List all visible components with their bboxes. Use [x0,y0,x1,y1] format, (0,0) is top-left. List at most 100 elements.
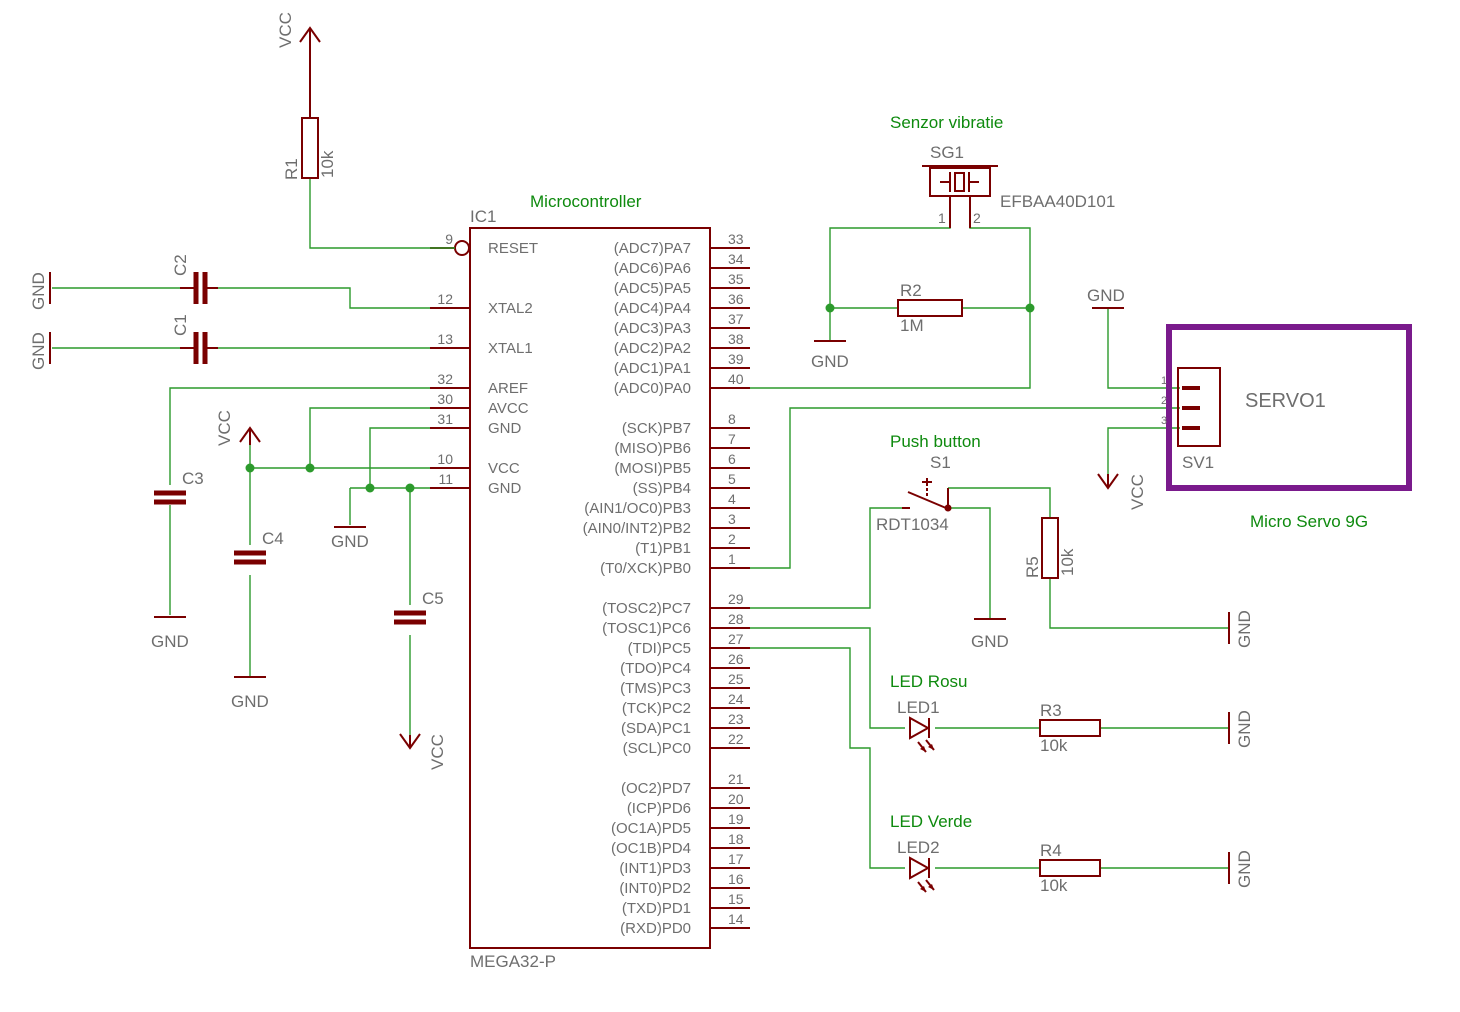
vcc-arrow: VCC [215,410,261,446]
capacitor-c3: C3 [154,469,204,505]
ic-pin-name: (MOSI)PB5 [614,460,691,477]
ic-pin-number: 28 [728,611,744,627]
ic-pin-name: (T0/XCK)PB0 [600,560,691,577]
resistor-r3: R3 10k [1039,701,1101,755]
gnd-symbol: GND [811,340,849,371]
vcc-arrow: VCC [1097,473,1147,510]
note-micro-servo: Micro Servo 9G [1250,512,1368,531]
ic-pin-name: RESET [488,240,538,257]
ic-pin-number: 10 [437,451,453,467]
ic-pin-right: 15(TXD)PD1 [622,891,750,917]
vcc-label: VCC [276,12,295,48]
ic-pin-name: (TMS)PC3 [620,680,691,697]
ic-pin-number: 20 [728,791,744,807]
c1-name: C1 [171,314,190,336]
ic-pin-number: 4 [728,491,736,507]
ic-pin-number: 38 [728,331,744,347]
gnd-label: GND [29,272,48,310]
ic-pin-name: (ICP)PD6 [627,800,691,817]
ic-pin-number: 21 [728,771,744,787]
r2-name: R2 [900,281,922,300]
gnd-symbol: GND [29,332,51,370]
r5-value: 10k [1058,548,1077,576]
gnd-symbol: GND [1228,610,1254,648]
c4-name: C4 [262,529,284,548]
ic-pin-number: 26 [728,651,744,667]
ic-pin-name: (T1)PB1 [635,540,691,557]
ic-pin-name: (ADC7)PA7 [614,240,691,257]
ic-pin-number: 29 [728,591,744,607]
sv1-name: SV1 [1182,453,1214,472]
ic-pin-right: 34(ADC6)PA6 [614,251,750,277]
ic-pin-number: 22 [728,731,744,747]
ic-pin-name: GND [488,480,522,497]
ic-value: MEGA32-P [470,952,556,971]
ic-pin-number: 30 [437,391,453,407]
ic-pin-right: 7(MISO)PB6 [614,431,750,457]
ic-pin-name: (TCK)PC2 [622,700,691,717]
gnd-symbol: GND [331,526,369,551]
ic-pin-right: 2(T1)PB1 [635,531,750,557]
ic-pin-number: 12 [437,291,453,307]
ic-pin-right: 3(AIN0/INT2)PB2 [583,511,750,537]
ic-pin-name: (MISO)PB6 [614,440,691,457]
led1-name: LED1 [897,698,940,717]
ic-right-pins: 33(ADC7)PA734(ADC6)PA635(ADC5)PA536(ADC4… [583,231,750,937]
ic-pin-name: (TDI)PC5 [628,640,691,657]
ic-pin-name: (ADC1)PA1 [614,360,691,377]
ic-pin-right: 8(SCK)PB7 [622,411,750,437]
ic-pin-number: 19 [728,811,744,827]
ic-pin-number: 39 [728,351,744,367]
ic-pin-right: 16 (INT0)PD2 [619,871,750,897]
gnd-symbol: GND [1087,286,1125,309]
ic-pin-name: XTAL1 [488,340,533,357]
ic-left-pins: 9RESET12XTAL213XTAL132AREF30AVCC31GND10V… [430,231,538,497]
note-microcontroller: Microcontroller [530,192,642,211]
ic-pin-name: (ADC4)PA4 [614,300,691,317]
capacitor-c1: C1 [171,314,218,364]
ic-pin-right: 33 (ADC7)PA7 [614,231,750,257]
junction-dot [365,483,375,493]
vcc-label: VCC [215,410,234,446]
junction-dot [405,483,415,493]
ic-pin-right: 37 (ADC3)PA3 [614,311,750,337]
vcc-arrow: VCC [276,12,321,55]
ic-pin-number: 36 [728,291,744,307]
gnd-label: GND [971,632,1009,651]
ic-pin-number: 35 [728,271,744,287]
ic-pin-number: 13 [437,331,453,347]
led-led2: LED2 [897,838,940,893]
switch-s1: S1 RDT1034 [876,453,952,534]
ic-pin-name: GND [488,420,522,437]
ic-pin-name: AVCC [488,400,529,417]
ic-pin-name: (TOSC2)PC7 [602,600,691,617]
ic-pin-number: 17 [728,851,744,867]
c3-name: C3 [182,469,204,488]
ic-pin-name: (TOSC1)PC6 [602,620,691,637]
ic-pin-right: 26(TDO)PC4 [620,651,750,677]
ic-pin-right: 24(TCK)PC2 [622,691,750,717]
c2-name: C2 [171,254,190,276]
ic-pin-right: 14(RXD)PD0 [620,911,750,937]
junctions [245,303,1035,493]
ic-pin-name: VCC [488,460,520,477]
sg1-pin2: 2 [973,210,981,226]
vcc-label: VCC [1128,474,1147,510]
gnd-label: GND [1235,710,1254,748]
ic-pin-number: 37 [728,311,744,327]
ic-pin-right: 4(AIN1/OC0)PB3 [584,491,750,517]
junction-dot [825,303,835,313]
ic-pin-number: 40 [728,371,744,387]
ic-pin-name: (ADC3)PA3 [614,320,691,337]
ic-pin-name: (ADC6)PA6 [614,260,691,277]
gnd-symbol: GND [971,618,1009,651]
ic-pin-name: (INT0)PD2 [619,880,691,897]
ic-pin-name: (INT1)PD3 [619,860,691,877]
ic-pin-number: 16 [728,871,744,887]
ic-pin-number: 33 [728,231,744,247]
